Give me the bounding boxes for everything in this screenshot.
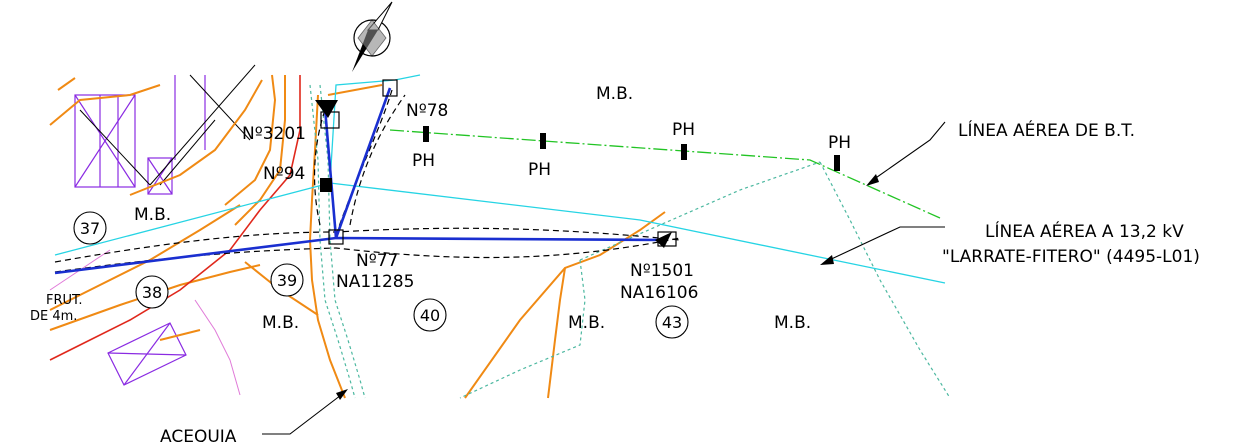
ph-label-4: PH bbox=[828, 133, 851, 153]
dashed-envelopes bbox=[54, 89, 681, 273]
parcel-43: 43 bbox=[662, 313, 682, 332]
mb-label-4: M.B. bbox=[568, 313, 605, 333]
ph-label-3: PH bbox=[672, 120, 695, 140]
support-markers bbox=[320, 79, 677, 247]
mb-label-3: M.B. bbox=[262, 313, 299, 333]
parcel-39: 39 bbox=[277, 271, 297, 290]
orange-boundaries bbox=[49, 74, 666, 399]
support-label-77: Nº77 bbox=[356, 251, 398, 271]
mt-line-label-1: LÍNEA AÉREA A 13,2 kV bbox=[985, 220, 1184, 242]
building-outlines bbox=[74, 75, 206, 386]
support-label-94: Nº94 bbox=[263, 164, 305, 184]
acequia-label: ACEQUIA bbox=[160, 427, 237, 442]
mb-label-2: M.B. bbox=[134, 205, 171, 225]
parcel-37: 37 bbox=[80, 219, 100, 238]
ph-label-2: PH bbox=[528, 160, 551, 180]
black-hatch bbox=[79, 64, 256, 186]
pink-lines bbox=[49, 249, 241, 396]
blue-conductor bbox=[54, 87, 666, 275]
parcel-circles bbox=[73, 211, 689, 339]
mb-label-5: M.B. bbox=[774, 313, 811, 333]
support-label-1501: Nº1501 bbox=[630, 261, 694, 281]
frut-label-line1: FRUT. bbox=[46, 293, 83, 308]
acequia-channel bbox=[309, 84, 951, 399]
bt-line-label: LÍNEA AÉREA DE B.T. bbox=[958, 119, 1135, 141]
support-code-16106: NA16106 bbox=[620, 283, 698, 303]
leader-lines bbox=[262, 121, 946, 435]
green-bt-line bbox=[389, 129, 941, 219]
mb-label-1: M.B. bbox=[596, 84, 633, 104]
frut-label-line2: DE 4m. bbox=[30, 309, 77, 324]
north-arrow-icon bbox=[352, 1, 393, 72]
mt-line-label-2: "LARRATE-FITERO" (4495-L01) bbox=[942, 247, 1200, 267]
ph-label-1: PH bbox=[412, 151, 435, 171]
parcel-40: 40 bbox=[420, 306, 440, 325]
support-label-78: Nº78 bbox=[406, 101, 448, 121]
support-label-3201: Nº3201 bbox=[242, 124, 306, 144]
support-filled bbox=[315, 100, 840, 248]
parcel-38: 38 bbox=[142, 283, 162, 302]
support-code-11285: NA11285 bbox=[336, 272, 414, 292]
leader-arrowheads bbox=[336, 174, 879, 400]
cyan-mt-line bbox=[54, 74, 946, 284]
